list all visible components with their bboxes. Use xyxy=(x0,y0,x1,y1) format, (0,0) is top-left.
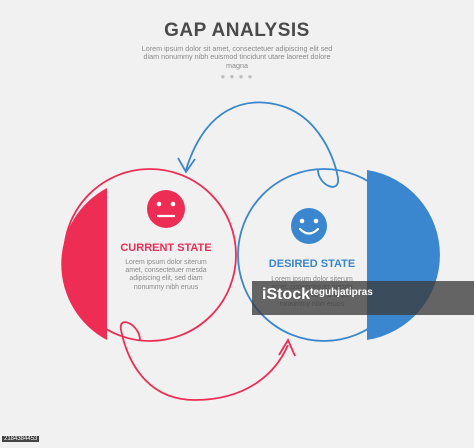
page-subtitle: Lorem ipsum dolor sit amet, consectetuer… xyxy=(141,44,333,70)
current-state-description: Lorem ipsum dolor siterum amet, consecte… xyxy=(125,259,207,291)
desired-state-title: DESIRED STATE xyxy=(268,258,356,270)
current-to-desired-arrow xyxy=(120,321,289,401)
current-state-ring xyxy=(63,168,237,342)
watermark-banner xyxy=(252,281,474,315)
istock-logo: iStock xyxy=(262,286,311,303)
watermark-credit: teguhjatipras xyxy=(310,287,373,298)
desired-state-ring xyxy=(237,168,411,342)
blue-arrowhead-icon xyxy=(177,157,196,174)
desired-to-current-arrow xyxy=(185,101,339,188)
current-state-fill-segment xyxy=(61,188,107,340)
red-arrowhead-icon xyxy=(278,338,296,357)
page-title: GAP ANALYSIS xyxy=(164,20,310,41)
page-indicator-dots: ● ● ● ● xyxy=(220,72,254,81)
current-state-title: CURRENT STATE xyxy=(120,242,212,254)
stock-id-label: 2184384453 xyxy=(2,436,40,442)
neutral-face-icon xyxy=(147,190,185,228)
smiling-face-icon xyxy=(291,208,327,244)
